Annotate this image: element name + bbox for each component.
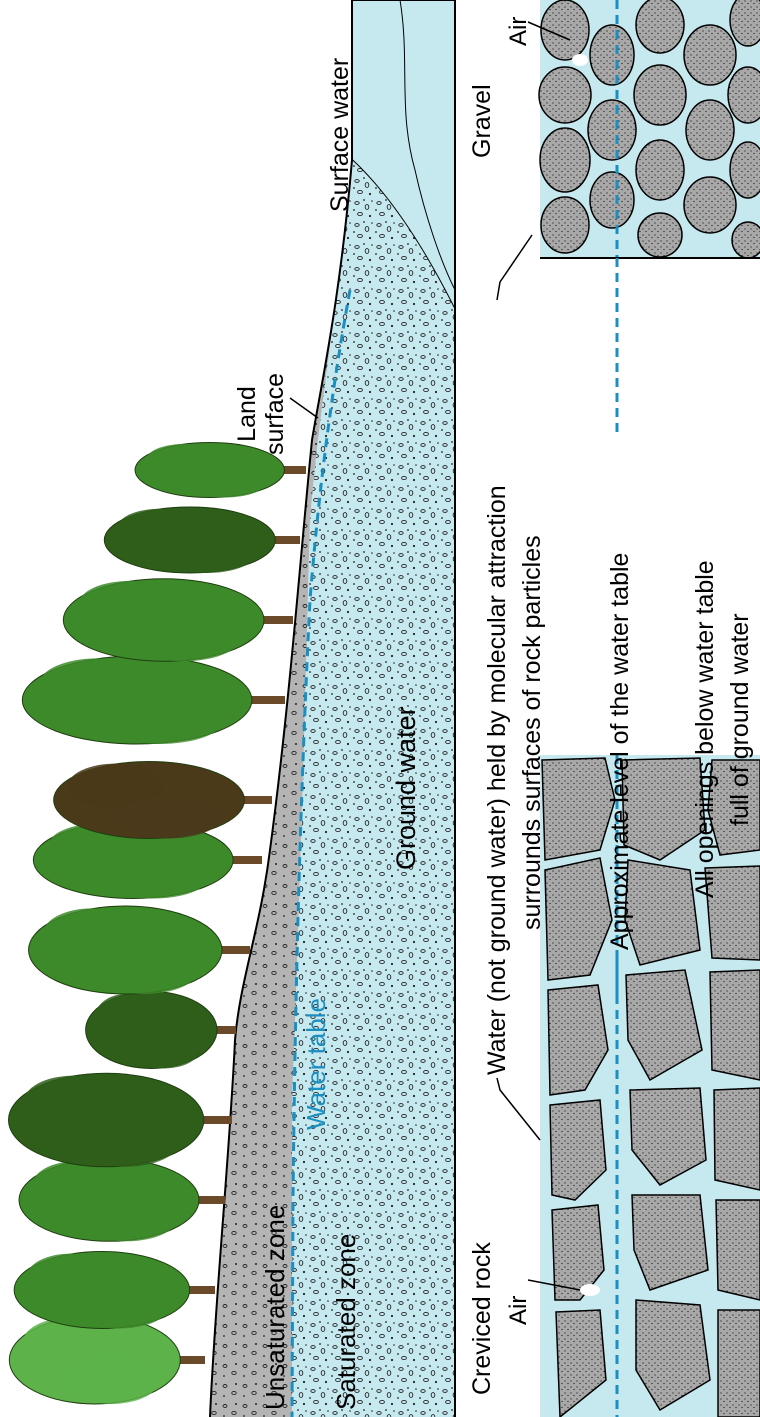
gravel-pebble — [638, 213, 682, 257]
land-surface-label-line2: surface — [261, 373, 289, 455]
gravel-pebble — [732, 222, 760, 258]
ground-water-label: Ground water — [391, 706, 421, 870]
gravel-pebble — [590, 25, 634, 85]
gravel-pebble — [684, 177, 736, 233]
openings-label-line1: All openings below water table — [691, 560, 719, 898]
gravel-pebble — [588, 100, 636, 160]
tree — [29, 906, 250, 994]
rock-block — [710, 970, 760, 1080]
surface-water-label: Surface water — [326, 58, 354, 212]
gravel-pebble — [636, 0, 684, 53]
rock-block — [625, 860, 700, 965]
tree — [63, 579, 293, 662]
tree — [86, 992, 236, 1069]
molecular-attraction-line1: Water (not ground water) held by molecul… — [483, 485, 511, 1075]
gravel-pebble — [590, 172, 634, 228]
tree — [8, 1073, 232, 1167]
tree — [9, 1316, 205, 1404]
openings-label-line2: full of ground water — [726, 613, 754, 826]
gravel-pebble — [686, 100, 734, 160]
molecular-pointer-right — [497, 235, 532, 300]
rock-block — [714, 1088, 760, 1190]
tree — [14, 1252, 215, 1329]
rock-block — [716, 1200, 760, 1300]
air-pocket — [572, 54, 588, 66]
land-surface-label-line1: Land — [233, 386, 261, 442]
creviced-rock-inset — [540, 755, 760, 1417]
tree — [22, 656, 285, 744]
gravel-pebble — [539, 67, 591, 123]
gravel-pebble — [634, 65, 686, 125]
tree — [104, 507, 300, 573]
rock-block — [718, 1310, 760, 1417]
gravel-inset — [539, 0, 760, 258]
tree — [19, 1159, 225, 1242]
air-label-right: Air — [505, 17, 532, 46]
gravel-pebble — [636, 140, 684, 200]
gravel-pebble — [540, 128, 590, 192]
unsaturated-zone-label: Unsaturated zone — [260, 1205, 290, 1410]
gravel-pebble — [730, 142, 760, 198]
saturated-zone-area — [292, 160, 455, 1417]
molecular-pointer-left — [497, 1078, 540, 1140]
air-label-left: Air — [505, 1296, 532, 1325]
air-pocket — [580, 1284, 600, 1296]
water-table-label: Water table — [301, 998, 331, 1130]
gravel-pebble — [684, 25, 736, 85]
creviced-rock-label: Creviced rock — [468, 1242, 496, 1395]
approx-water-table-label: Approximate level of the water table — [606, 553, 634, 950]
land-surface-pointer — [290, 398, 318, 418]
molecular-attraction-line2: surrounds surfaces of rock particles — [518, 535, 546, 930]
saturated-zone-label: Saturated zone — [331, 1234, 361, 1410]
gravel-label: Gravel — [468, 84, 496, 158]
gravel-pebble — [541, 197, 589, 253]
tree — [54, 762, 272, 839]
